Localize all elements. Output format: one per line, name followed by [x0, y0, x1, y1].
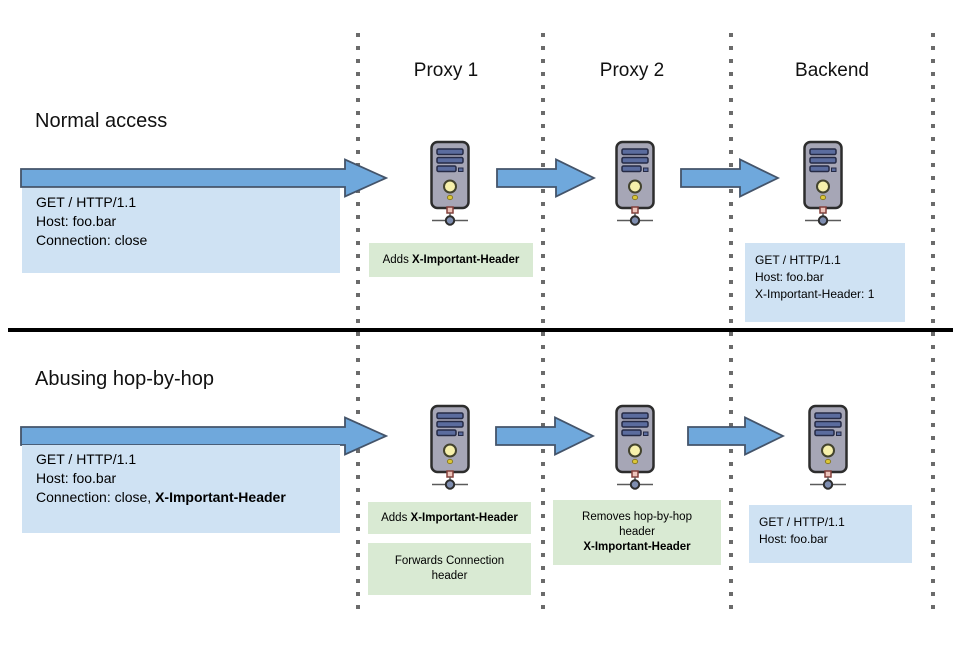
- request-line: GET / HTTP/1.1: [759, 515, 845, 529]
- server-icon: [430, 404, 470, 490]
- note-text: Adds: [381, 511, 411, 524]
- column-divider-dotted-line: [541, 33, 545, 613]
- section-title-normal-access: Normal access: [35, 110, 168, 132]
- request-line: Connection: close, X-Important-Header: [36, 489, 286, 505]
- server-icon: [615, 404, 655, 490]
- request-box-normal-client: GET / HTTP/1.1 Host: foo.bar Connection:…: [22, 188, 340, 273]
- section-divider: [8, 328, 953, 332]
- request-line: GET / HTTP/1.1: [36, 451, 137, 467]
- flow-arrow: [496, 158, 596, 198]
- request-line: GET / HTTP/1.1: [755, 253, 841, 267]
- note-text: Adds: [382, 253, 413, 266]
- column-divider-dotted-line: [931, 33, 935, 613]
- flow-arrow: [687, 416, 785, 456]
- note-box-adds-header: Adds X-Important-Header: [369, 243, 533, 277]
- server-icon: [615, 140, 655, 226]
- flow-arrow: [680, 158, 780, 198]
- flow-arrow: [20, 158, 388, 198]
- note-box-removes-hop-by-hop: Removes hop-by-hop header X-Important-He…: [553, 500, 721, 565]
- request-line: Host: foo.bar: [36, 213, 117, 229]
- server-icon: [803, 140, 843, 226]
- request-line: Host: foo.bar: [755, 270, 824, 284]
- request-box-abuse-client: GET / HTTP/1.1 Host: foo.bar Connection:…: [22, 445, 340, 533]
- request-box-abuse-backend: GET / HTTP/1.1 Host: foo.bar: [749, 505, 912, 563]
- request-line: Host: foo.bar: [759, 532, 828, 546]
- note-box-forwards-connection: Forwards Connection header: [368, 543, 531, 595]
- request-line: Connection: close: [36, 232, 148, 248]
- column-header-backend: Backend: [795, 60, 869, 81]
- server-icon: [808, 404, 848, 490]
- request-line: Host: foo.bar: [36, 470, 117, 486]
- column-header-proxy1: Proxy 1: [413, 60, 479, 81]
- column-header-proxy2: Proxy 2: [599, 60, 665, 81]
- note-bold-text: X-Important-Header: [412, 253, 520, 266]
- section-title-abusing-hop-by-hop: Abusing hop-by-hop: [35, 368, 215, 390]
- flow-arrow: [495, 416, 595, 456]
- note-bold-text: X-Important-Header: [583, 541, 691, 553]
- note-bold-text: X-Important-Header: [410, 511, 518, 524]
- request-box-normal-backend: GET / HTTP/1.1 Host: foo.bar X-Important…: [745, 243, 905, 322]
- server-icon: [430, 140, 470, 226]
- request-line: GET / HTTP/1.1: [36, 194, 137, 210]
- column-divider-dotted-line: [729, 33, 733, 613]
- hop-by-hop-header-bold: X-Important-Header: [155, 489, 286, 505]
- note-text: Forwards Connection header: [394, 555, 505, 582]
- column-divider-dotted-line: [356, 33, 360, 613]
- note-text: Removes hop-by-hop header: [582, 511, 692, 538]
- note-box-adds-header: Adds X-Important-Header: [368, 502, 531, 534]
- request-line: X-Important-Header: 1: [755, 287, 875, 301]
